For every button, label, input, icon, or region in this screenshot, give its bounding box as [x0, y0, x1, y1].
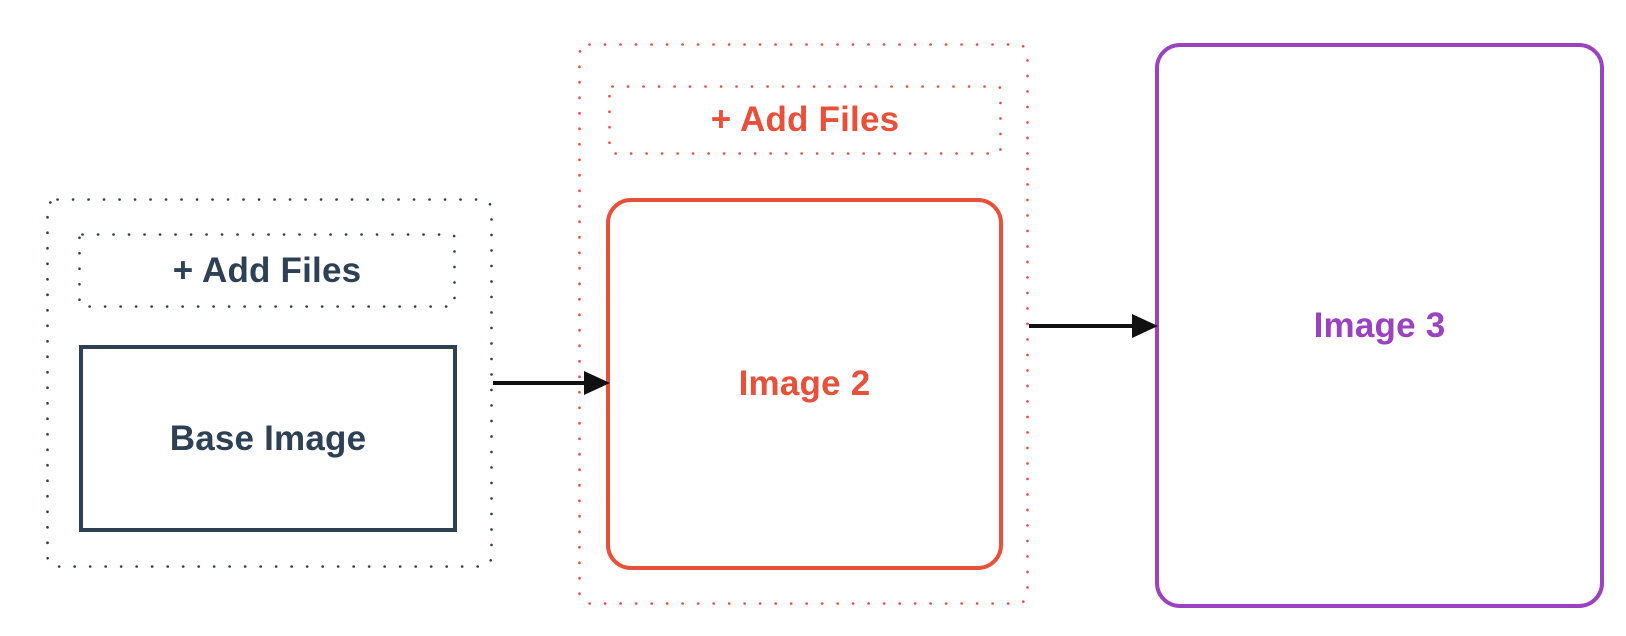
stage-1-group: + Add Files Base Image	[46, 198, 493, 568]
base-image-label: Base Image	[169, 418, 367, 458]
add-files-button[interactable]: + Add Files	[608, 85, 1002, 155]
image-3-node[interactable]: Image 3	[1155, 43, 1604, 608]
image-3-label: Image 3	[1313, 305, 1446, 345]
base-image-node[interactable]: Base Image	[79, 345, 457, 532]
add-files-button[interactable]: + Add Files	[78, 233, 456, 308]
image-2-label: Image 2	[738, 364, 871, 403]
arrow-stage2-to-stage3	[1029, 314, 1158, 338]
add-files-label: + Add Files	[172, 250, 362, 290]
image-2-node[interactable]: Image 2	[606, 198, 1003, 570]
add-files-label: + Add Files	[710, 100, 900, 139]
stage-2-group: + Add Files Image 2	[578, 43, 1029, 605]
